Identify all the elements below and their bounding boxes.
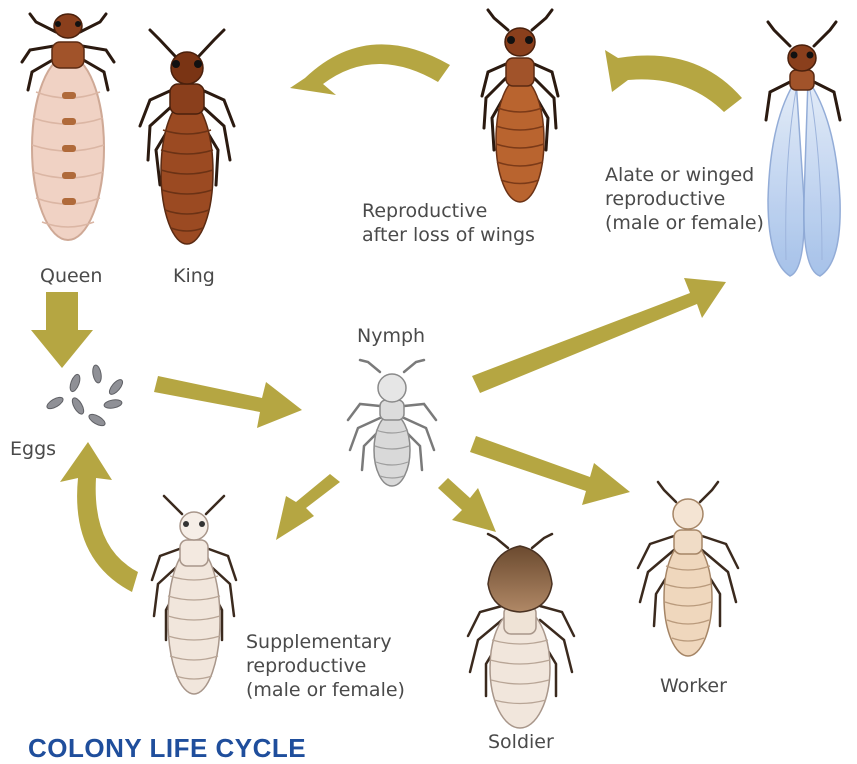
worker-termite [638, 482, 738, 656]
label-queen: Queen [40, 264, 102, 288]
label-alate-line-2: reproductive [605, 187, 764, 211]
label-worker: Worker [660, 674, 727, 698]
label-eggs: Eggs [10, 437, 56, 461]
label-alate-line-3: (male or female) [605, 211, 764, 235]
alate-winged-termite [766, 22, 840, 276]
arrows [31, 44, 742, 592]
label-supplementary-line-3: (male or female) [246, 678, 405, 702]
label-nymph: Nymph [357, 324, 425, 348]
king-termite [140, 30, 234, 244]
arrow-reproductive-to-king [290, 44, 450, 95]
label-king: King [173, 264, 215, 288]
eggs [45, 364, 125, 428]
label-supplementary-line-1: Supplementary [246, 630, 405, 654]
label-supplementary: Supplementary reproductive (male or fema… [246, 630, 405, 702]
queen-termite [22, 14, 114, 240]
soldier-termite [468, 534, 574, 728]
diagram-title: COLONY LIFE CYCLE [28, 733, 306, 764]
supplementary-reproductive-termite [152, 496, 236, 694]
arrow-queen-to-eggs [31, 292, 93, 368]
arrow-nymph-to-supplementary [276, 474, 340, 540]
arrow-nymph-to-soldier [438, 478, 496, 532]
label-reproductive-wingless: Reproductive after loss of wings [362, 199, 535, 247]
label-reproductive-line-2: after loss of wings [362, 223, 535, 247]
label-reproductive-line-1: Reproductive [362, 199, 535, 223]
arrow-nymph-to-alate [472, 278, 726, 393]
label-soldier: Soldier [488, 730, 554, 754]
nymph-termite [348, 360, 436, 486]
wingless-reproductive-termite [482, 10, 558, 202]
label-supplementary-line-2: reproductive [246, 654, 405, 678]
arrow-alate-to-reproductive [605, 50, 742, 112]
label-alate: Alate or winged reproductive (male or fe… [605, 163, 764, 235]
arrow-nymph-to-worker [470, 436, 630, 505]
label-alate-line-1: Alate or winged [605, 163, 764, 187]
arrow-supplementary-to-eggs [60, 442, 138, 592]
arrow-eggs-to-nymph [154, 376, 302, 428]
